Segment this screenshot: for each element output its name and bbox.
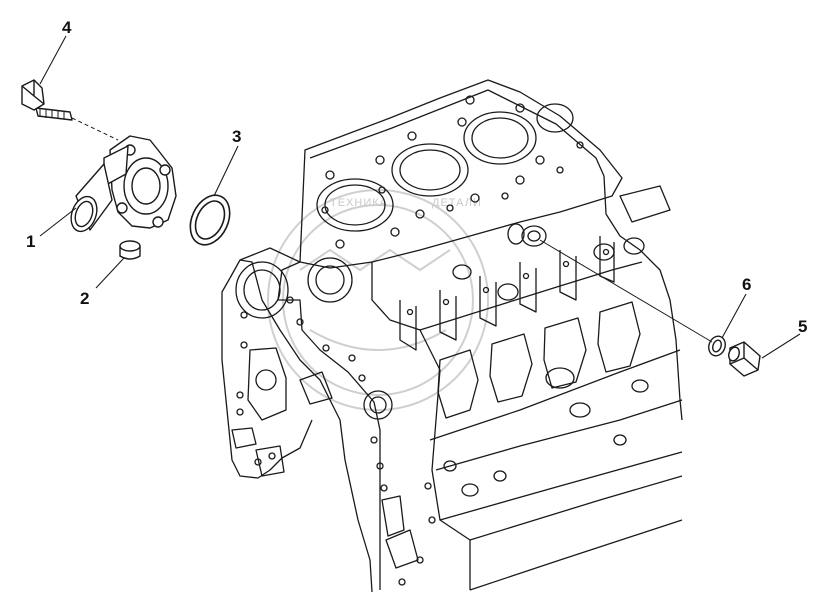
callout-1: 1 bbox=[26, 232, 35, 251]
plug-axis-line bbox=[539, 239, 713, 343]
plug-part bbox=[728, 341, 761, 377]
seal-ring-part bbox=[189, 194, 231, 246]
engine-block bbox=[221, 79, 683, 593]
callout-3: 3 bbox=[232, 127, 241, 146]
bushing-part bbox=[119, 240, 141, 260]
callout-2: 2 bbox=[80, 289, 89, 308]
callout-6: 6 bbox=[742, 275, 751, 294]
watermark-top-text: ТЕХНИКА bbox=[330, 197, 388, 209]
bolt-axis-line bbox=[71, 117, 119, 141]
watermark-bottom-text: ДЕТАЛИ bbox=[432, 197, 482, 209]
washer-part bbox=[708, 335, 726, 357]
bolt-part bbox=[21, 79, 73, 121]
callout-4: 4 bbox=[62, 18, 72, 37]
watermark-logo bbox=[267, 189, 489, 411]
callout-5: 5 bbox=[798, 317, 807, 336]
leader-lines bbox=[39, 35, 801, 359]
thermostat-housing-part bbox=[70, 135, 177, 233]
